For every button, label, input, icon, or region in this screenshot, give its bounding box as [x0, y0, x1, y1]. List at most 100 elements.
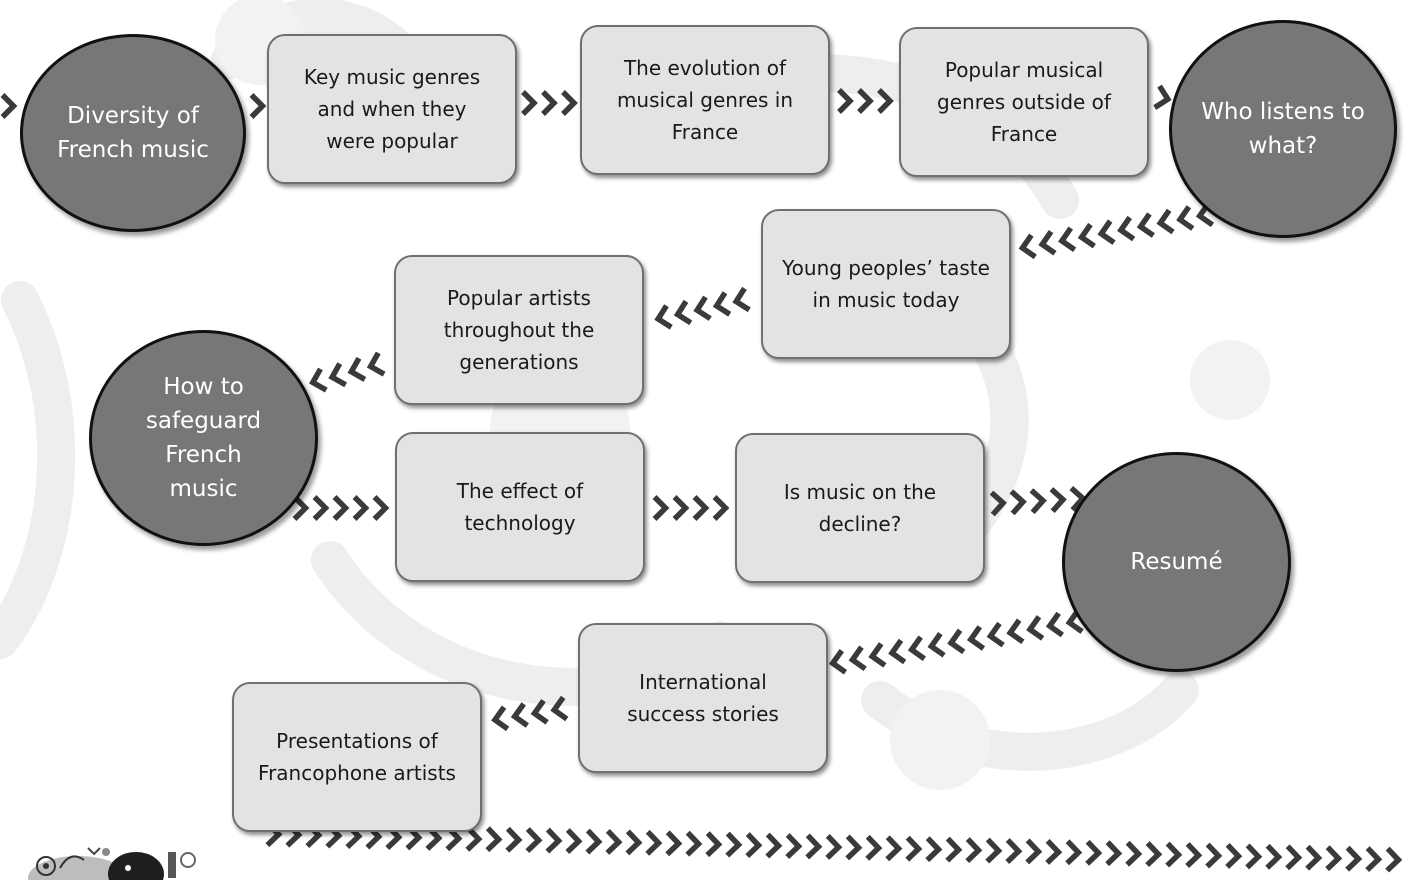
chevron-icon: [585, 828, 603, 855]
chevron-icon: [565, 828, 583, 854]
topic-box-young-taste: Young peoples’ taste in music today: [761, 209, 1011, 359]
chevron-icon: [1165, 841, 1183, 868]
chevron-icon: [837, 88, 854, 114]
chevron-icon: [561, 90, 578, 116]
chevron-icon: [332, 495, 350, 521]
chevron-icon: [985, 837, 1003, 864]
arrow-popular-artists-to-safeguard: [309, 351, 386, 393]
chevron-icon: [745, 832, 763, 859]
music-collage-logo-icon: [18, 838, 214, 880]
topic-box-label: The evolution of musical genres in Franc…: [616, 56, 794, 144]
chevron-icon: [372, 495, 390, 521]
topic-box-label: Presentations of Francophone artists: [258, 729, 456, 785]
chevron-icon: [292, 495, 310, 521]
arrow-key-genres-to-evolution: [521, 90, 578, 116]
chevron-icon: [1345, 845, 1363, 872]
arrow-young-taste-to-popular-artists: [654, 286, 751, 330]
chevron-icon: [1065, 839, 1083, 866]
topic-box-label: Popular artists throughout the generatio…: [443, 286, 595, 374]
chevron-icon: [672, 495, 690, 521]
chevron-icon: [1038, 230, 1057, 256]
arrow-who-listens-to-young-taste: [1018, 201, 1215, 260]
chevron-icon: [1205, 842, 1223, 869]
chevron-icon: [352, 495, 370, 521]
chevron-icon: [805, 833, 823, 860]
chevron-icon: [885, 835, 903, 862]
chevron-icon: [541, 90, 558, 116]
chevron-icon: [1125, 840, 1143, 867]
chevron-icon: [1245, 843, 1263, 870]
chevron-icon: [505, 826, 523, 853]
chevron-icon: [732, 286, 751, 313]
chevron-icon: [328, 362, 347, 388]
arrow-safeguard-to-technology: [292, 495, 390, 521]
chevron-icon: [845, 834, 863, 861]
chevron-icon: [1105, 840, 1123, 867]
chevron-icon: [725, 831, 743, 858]
chevron-icon: [947, 628, 966, 655]
arrow-presentations-onward: [265, 821, 1403, 873]
topic-box-label: Young peoples’ taste in music today: [782, 256, 990, 312]
chevron-icon: [1025, 838, 1043, 865]
chevron-icon: [1325, 845, 1343, 872]
chevron-icon: [1136, 212, 1155, 238]
chevron-icon: [857, 88, 874, 114]
topic-box-international: International success stories: [578, 623, 828, 773]
topic-box-evolution: The evolution of musical genres in Franc…: [580, 25, 830, 175]
chevron-icon: [1026, 615, 1045, 641]
chevron-icon: [485, 826, 503, 853]
chevron-icon: [966, 625, 986, 651]
chevron-icon: [1156, 208, 1175, 235]
chevron-icon: [1385, 846, 1403, 873]
chevron-icon: [1085, 839, 1103, 866]
topic-box-label: Is music on the decline?: [783, 480, 937, 536]
chevron-icon: [705, 831, 723, 858]
chevron-icon: [986, 621, 1005, 648]
arrow-decline-to-resume: [989, 485, 1087, 517]
chevron-icon: [865, 834, 883, 861]
chevron-icon: [1077, 222, 1096, 249]
topic-box-popular-artists: Popular artists throughout the generatio…: [394, 255, 644, 405]
topic-box-label: Popular musical genres outside of France: [937, 58, 1111, 146]
topic-circle-label: Resumé: [1130, 549, 1223, 575]
arrow-into-diversity: [0, 93, 18, 119]
topic-box-decline: Is music on the decline?: [735, 433, 985, 583]
chevron-icon: [652, 495, 670, 521]
topic-box-label: International success stories: [627, 670, 779, 726]
topic-circle-who-listens: Who listens to what?: [1169, 20, 1397, 238]
chevron-icon: [712, 495, 730, 521]
chevron-icon: [905, 835, 923, 862]
chevron-icon: [1029, 488, 1047, 515]
chevron-icon: [521, 90, 538, 116]
chevron-icon: [605, 828, 623, 855]
chevron-icon: [907, 635, 926, 661]
topic-box-presentations: Presentations of Francophone artists: [232, 682, 482, 832]
chevron-icon: [1097, 219, 1116, 245]
chevron-icon: [1265, 843, 1283, 870]
chevron-icon: [545, 827, 563, 854]
chevron-icon: [685, 830, 703, 857]
topic-circle-resume: Resumé: [1062, 452, 1291, 672]
topic-box-label: Key music genres and when they were popu…: [303, 65, 481, 153]
chevron-icon: [645, 829, 663, 856]
chevron-icon: [1225, 842, 1243, 869]
topic-box-technology: The effect of technology: [395, 432, 645, 582]
chevron-icon: [925, 836, 943, 863]
chevron-icon: [1018, 233, 1037, 260]
chevron-icon: [1045, 838, 1063, 865]
arrow-technology-to-decline: [652, 495, 730, 521]
chevron-icon: [965, 837, 983, 864]
chevron-icon: [366, 351, 386, 377]
chevron-icon: [510, 702, 529, 728]
chevron-icon: [693, 295, 712, 321]
chevron-icon: [530, 699, 549, 725]
chevron-icon: [1117, 215, 1136, 242]
chevron-icon: [309, 367, 328, 393]
chevron-icon: [927, 632, 946, 658]
arrow-outside-france-to-who-listens: [1153, 84, 1172, 110]
topic-circle-safeguard: How to safeguard French music: [89, 330, 318, 546]
chevron-icon: [249, 93, 267, 119]
chevron-icon: [525, 827, 543, 854]
